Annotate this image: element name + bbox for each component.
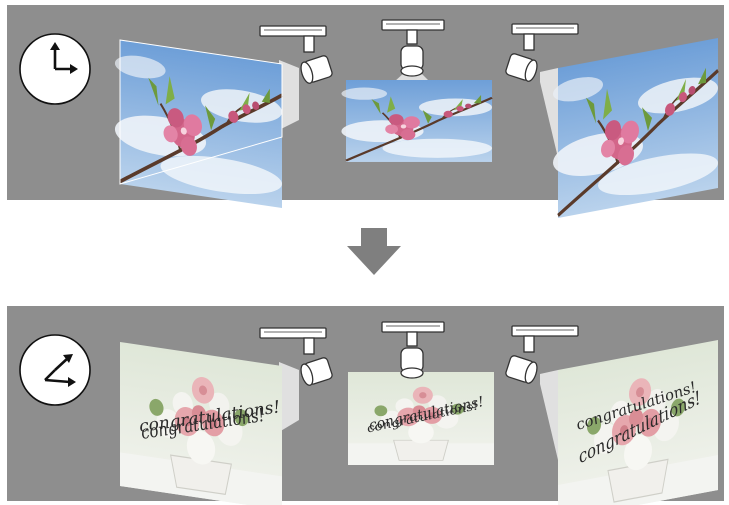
scene-top xyxy=(7,5,724,219)
screen-center xyxy=(341,80,492,162)
scene-bottom: congratulations! congratulations! congra… xyxy=(7,306,724,505)
down-arrow-icon xyxy=(347,228,401,275)
screen-left xyxy=(115,39,282,208)
screen-right xyxy=(553,38,718,219)
clock-icon xyxy=(20,335,90,405)
clock-icon xyxy=(20,34,90,104)
